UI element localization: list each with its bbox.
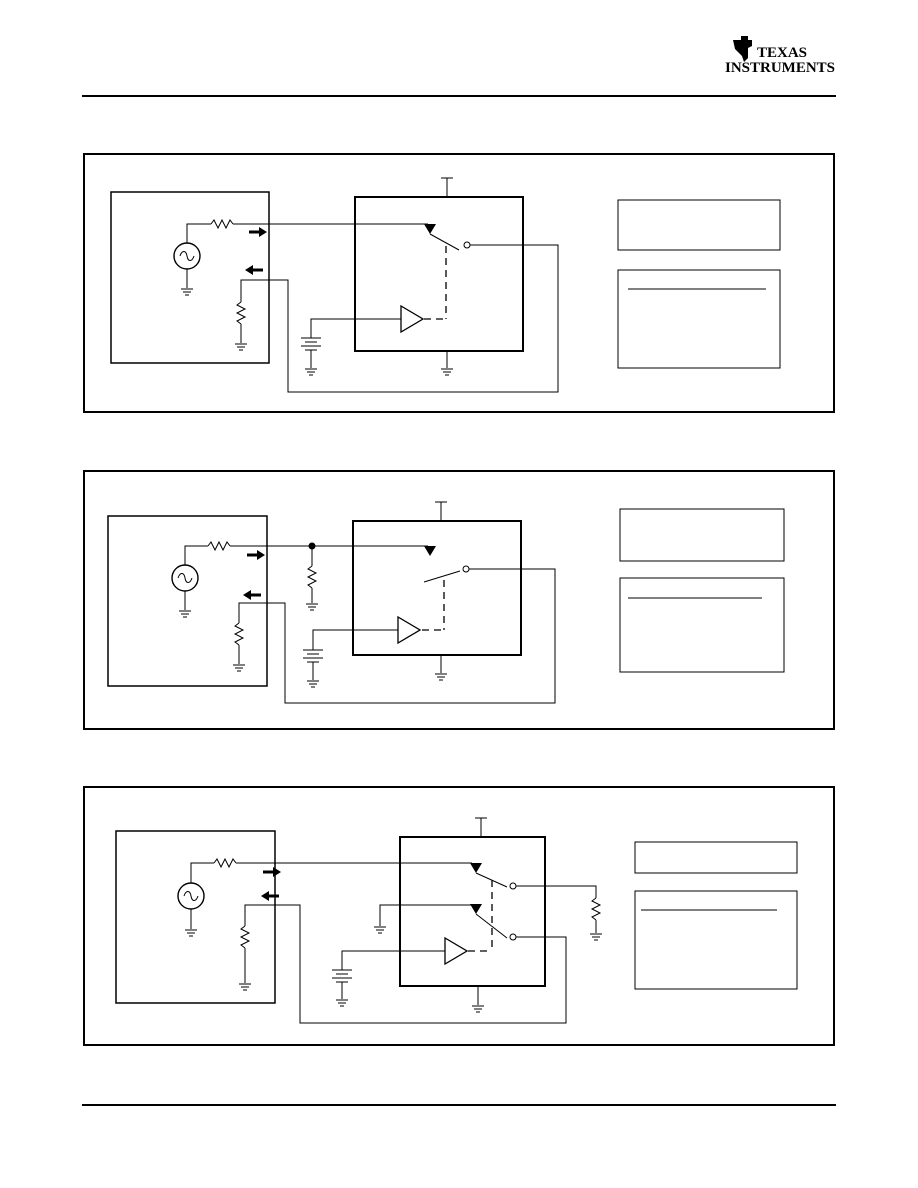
battery-icon <box>302 649 324 663</box>
ti-logo-icon <box>733 36 752 62</box>
label-box-top <box>617 199 781 251</box>
test-source-box <box>110 191 270 364</box>
ground-icon <box>178 610 192 618</box>
ground-icon <box>232 664 246 672</box>
pulldown-resistor-icon <box>307 565 317 589</box>
switch-contact <box>463 241 471 249</box>
signal-source-icon <box>173 242 201 270</box>
ground-icon <box>305 603 319 611</box>
label-box-top <box>619 508 785 562</box>
signal-source-icon <box>171 564 199 592</box>
label-box-bottom <box>634 890 798 990</box>
signal-in-arrow-icon <box>241 588 263 602</box>
ground-icon <box>234 343 248 351</box>
figure-1 <box>83 153 835 413</box>
driver-buffer-icon <box>400 305 424 333</box>
series-resistor-icon <box>213 858 237 868</box>
series-resistor-icon <box>210 219 234 229</box>
figure-frame <box>83 786 835 1046</box>
switch-pin-icon <box>424 546 436 556</box>
switch-blade <box>475 913 508 939</box>
switch-pin-icon <box>470 863 482 873</box>
load-resistor-icon <box>234 622 244 646</box>
signal-out-arrow-icon <box>245 548 267 562</box>
ground-icon <box>434 673 448 681</box>
battery-icon <box>331 969 353 983</box>
ground-icon <box>440 368 454 376</box>
ground-icon <box>373 926 387 934</box>
signal-in-arrow-icon <box>243 263 265 277</box>
label-box-bottom <box>619 577 785 673</box>
switch-blade <box>429 233 460 251</box>
switch-pin-icon <box>424 224 436 234</box>
device-under-test-box <box>399 836 546 987</box>
driver-buffer-icon <box>444 937 468 965</box>
ground-icon <box>589 933 603 941</box>
device-under-test-box <box>352 520 522 656</box>
switch-contact <box>462 565 470 573</box>
switch-blade <box>423 570 461 583</box>
signal-out-arrow-icon <box>261 865 283 879</box>
company-name-line1: TEXAS <box>757 45 807 61</box>
ground-icon <box>304 368 318 376</box>
figure-frame <box>83 470 835 730</box>
ground-icon <box>335 999 349 1007</box>
figure-2 <box>83 470 835 730</box>
ground-icon <box>184 929 198 937</box>
switch-contact <box>509 933 517 941</box>
battery-icon <box>300 337 322 351</box>
device-under-test-box <box>354 196 524 352</box>
ti-logo: TEXAS INSTRUMENTS <box>725 36 835 76</box>
signal-out-arrow-icon <box>247 225 269 239</box>
test-source-box <box>107 515 268 687</box>
ground-icon <box>306 680 320 688</box>
termination-resistor-icon <box>591 897 601 921</box>
company-name-line2: INSTRUMENTS <box>725 60 835 76</box>
switch-contact <box>509 882 517 890</box>
driver-buffer-icon <box>397 616 421 644</box>
switch-pin-icon <box>470 904 482 914</box>
figure-frame <box>83 153 835 413</box>
label-box-top <box>634 841 798 874</box>
load-resistor-icon <box>236 301 246 325</box>
ground-icon <box>471 1005 485 1013</box>
series-resistor-icon <box>207 541 231 551</box>
signal-source-icon <box>177 882 205 910</box>
signal-in-arrow-icon <box>259 889 281 903</box>
ground-icon <box>180 288 194 296</box>
test-source-box <box>115 830 276 1004</box>
figure-3 <box>83 786 835 1046</box>
ground-icon <box>238 983 252 991</box>
label-box-bottom <box>617 269 781 369</box>
load-resistor-icon <box>240 925 250 949</box>
